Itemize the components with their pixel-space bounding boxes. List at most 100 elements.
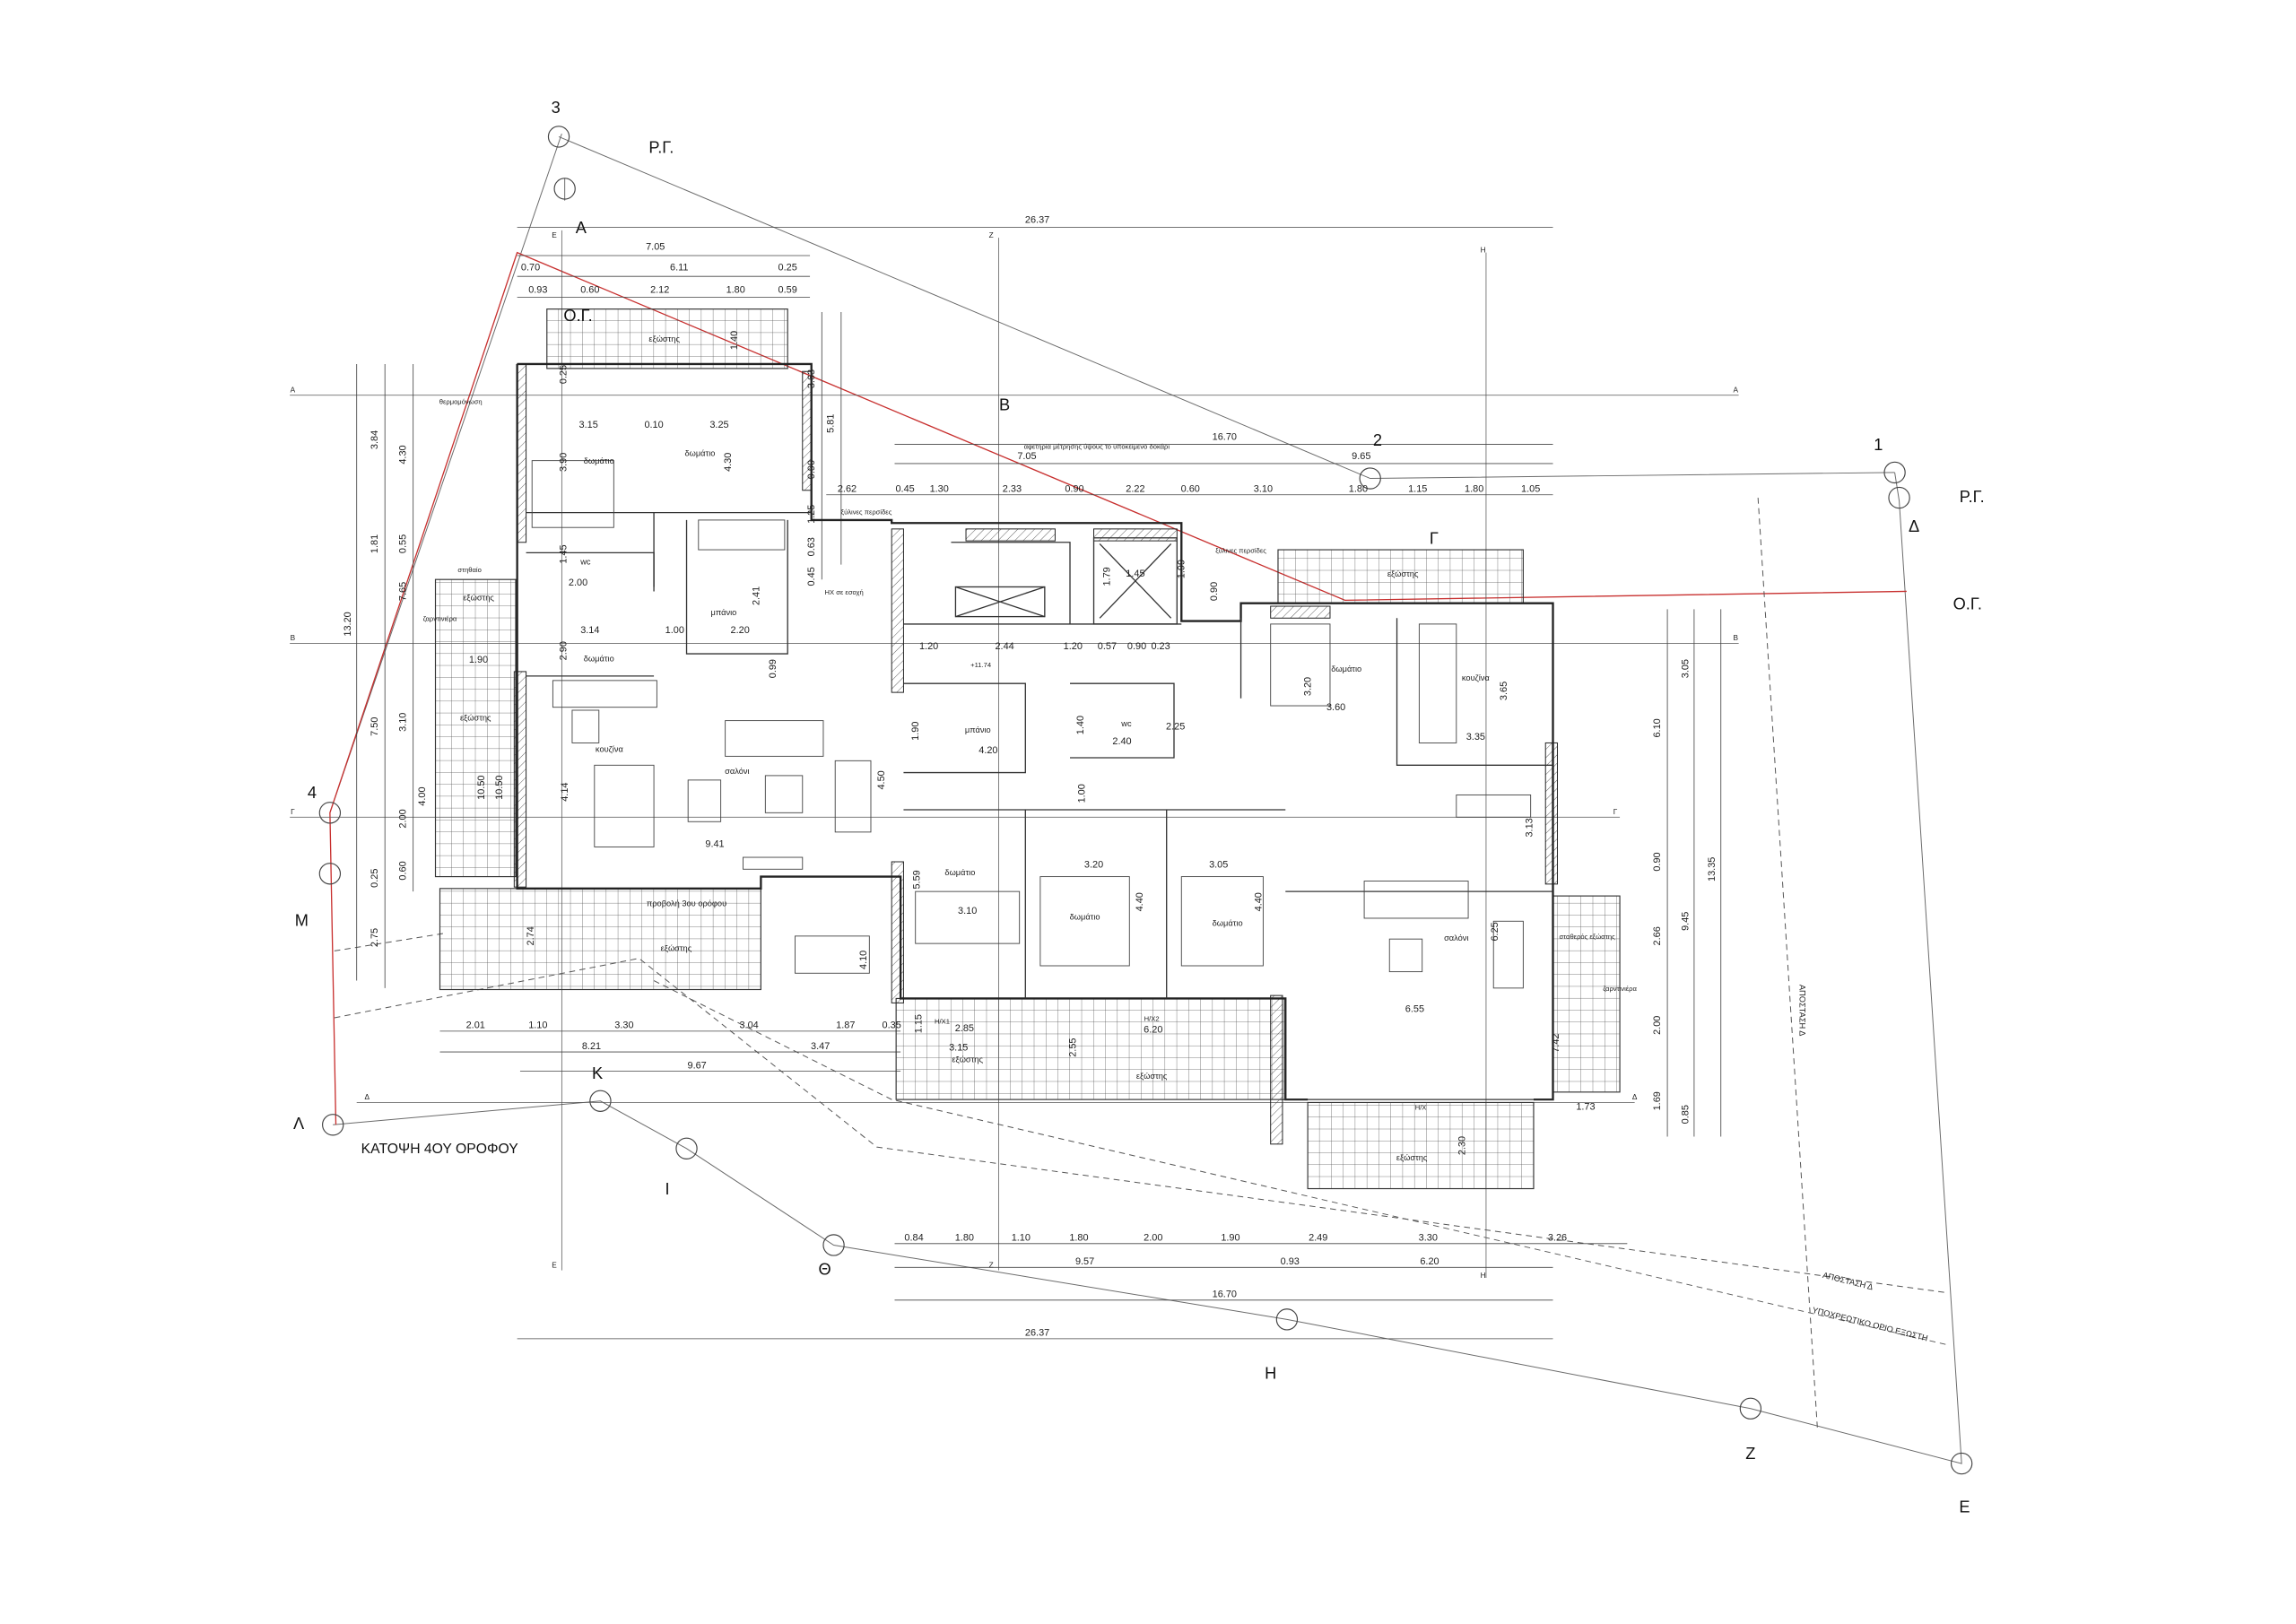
dimension-label: 1.81: [370, 534, 380, 553]
dimension-label: 16.70: [1213, 431, 1237, 442]
plot-point-label: Ε: [1959, 1498, 1970, 1516]
plot-point-label: Γ: [1430, 529, 1439, 547]
axis-marker: Ε: [552, 1261, 557, 1269]
axis-marker: Ε: [552, 231, 557, 239]
dimension-label: 8.21: [582, 1041, 601, 1052]
dimension-label: 3.47: [811, 1041, 830, 1052]
setback-label: ΥΠΟΧΡΕΩΤΙΚΟ ΟΡΙΟ ΕΞΩΣΤΗ: [1812, 1306, 1929, 1343]
dimension-label: 0.84: [904, 1233, 923, 1244]
room-label: κουζίνα: [596, 744, 624, 753]
dimension-label: 4.40: [1135, 892, 1145, 911]
dimension-label: 0.90: [1652, 852, 1663, 871]
setback-lines: [334, 498, 1947, 1429]
dimension-label: 3.20: [1084, 860, 1103, 871]
axis-marker: Δ: [1632, 1093, 1638, 1101]
plan-note: ζαρντινιέρα: [1603, 985, 1637, 993]
plot-point-label: 1: [1874, 436, 1883, 454]
dimension-label: 1.45: [558, 544, 569, 563]
dimension-label: 0.93: [1281, 1256, 1300, 1267]
dimension-label: 4.00: [417, 786, 428, 805]
dimension-label: 4.10: [858, 951, 869, 969]
dimension-label: 1.10: [1012, 1233, 1031, 1244]
dimension-label: 2.00: [569, 578, 587, 588]
plan-note: σταθερός εξώστης: [1559, 933, 1615, 941]
plan-note: +11.74: [970, 661, 992, 669]
building-line: [329, 251, 1907, 1125]
dimension-label: 2.55: [1068, 1038, 1079, 1056]
plot-boundary: [329, 133, 1962, 1464]
dimension-label: 13.35: [1707, 857, 1718, 881]
dimension-label: 2.20: [731, 625, 750, 636]
dimension-label: 1.99: [1177, 560, 1187, 578]
plan-note: Η/Χ: [1415, 1104, 1427, 1112]
dimension-label: 4.14: [560, 782, 570, 801]
dimension-label: 6.25: [1490, 922, 1500, 941]
dimension-label: 2.01: [466, 1020, 485, 1031]
room-label: εξώστης: [460, 714, 491, 723]
plot-point-label: Ι: [665, 1180, 669, 1198]
plan-note: Η/Χ2: [1144, 1014, 1160, 1022]
plan-note: ΗΧ σε εσοχή: [825, 588, 864, 596]
dimension-label: 4.30: [397, 445, 408, 464]
axis-marker: Ζ: [989, 1261, 994, 1269]
dimension-label: 7.50: [370, 717, 380, 736]
axis-marker: Α: [1734, 386, 1739, 394]
dimension-label: 6.20: [1144, 1025, 1162, 1036]
dimension-label: 6.20: [1420, 1256, 1439, 1267]
dimension-label: 0.35: [883, 1020, 901, 1031]
setback-label: ΑΠΟΣΤΑΣΗ Δ: [1798, 985, 1807, 1037]
room-label: δωμάτιο: [944, 868, 975, 877]
dimension-label: 9.67: [687, 1060, 706, 1071]
dimension-label: 0.45: [806, 567, 817, 586]
dimension-label: 3.65: [1499, 682, 1509, 700]
walls: [513, 362, 1558, 1145]
plot-point-label: Λ: [293, 1115, 305, 1133]
dimension-label: 1.40: [1075, 716, 1086, 734]
dimension-label: 1.80: [726, 284, 745, 295]
plan-note: αφετηρία μέτρησης ύψους το υποκείμενο δο…: [1024, 442, 1170, 450]
dimension-label: 6.10: [1652, 718, 1663, 737]
dimension-label: 0.55: [397, 534, 408, 553]
axis-marker: Α: [291, 386, 296, 394]
dimension-label: 0.90: [1065, 483, 1083, 494]
plot-point-label: 4: [308, 784, 317, 802]
room-label: δωμάτιο: [1213, 918, 1243, 927]
dimension-label: 0.59: [778, 284, 797, 295]
plan-note: ξύλινες περσίδες: [1215, 546, 1266, 554]
plot-point-label: Κ: [592, 1064, 603, 1082]
dimension-lines: [356, 227, 1722, 1340]
dimension-label: 0.25: [778, 263, 797, 274]
dimension-label: 0.60: [580, 284, 599, 295]
dimension-label: 5.59: [912, 870, 923, 889]
dimension-label: 3.20: [1302, 677, 1313, 696]
room-label: δωμάτιο: [584, 456, 614, 465]
dimension-label: 9.57: [1075, 1256, 1094, 1267]
room-label: δωμάτιο: [1070, 913, 1100, 922]
dimension-label: 0.60: [1181, 483, 1200, 494]
dimension-label: 2.66: [1652, 926, 1663, 945]
dimension-label: 3.25: [709, 420, 728, 430]
room-label: εξώστης: [1396, 1153, 1428, 1162]
dimension-label: 2.85: [955, 1023, 974, 1034]
axis-marker: Β: [1734, 634, 1739, 642]
dimension-label: 0.99: [768, 659, 778, 678]
room-label: wc: [1120, 719, 1132, 728]
room-label: δωμάτιο: [584, 654, 614, 663]
dimension-label: 1.79: [1102, 567, 1113, 586]
axis-marker: Γ: [291, 808, 295, 816]
dimension-label: 7.05: [1017, 451, 1036, 462]
dimension-label: 0.85: [1680, 1105, 1691, 1124]
dimension-label: 3.13: [1524, 818, 1535, 837]
dimension-label: 3.35: [1466, 732, 1485, 743]
dimension-label: 26.37: [1025, 215, 1049, 226]
line-label: Ρ.Γ.: [648, 139, 674, 157]
dimension-label: 1.10: [528, 1020, 547, 1031]
dimension-label: 3.90: [558, 453, 569, 472]
dimension-label: 1.05: [1521, 483, 1540, 494]
axis-marker: Ζ: [989, 231, 994, 239]
dimension-label: 1.80: [955, 1233, 974, 1244]
plan-note: θερμομόνωση: [439, 398, 483, 406]
axis-marker: Γ: [1613, 808, 1618, 816]
dimension-label: 2.22: [1126, 483, 1144, 494]
dimension-label: 2.90: [558, 641, 569, 660]
